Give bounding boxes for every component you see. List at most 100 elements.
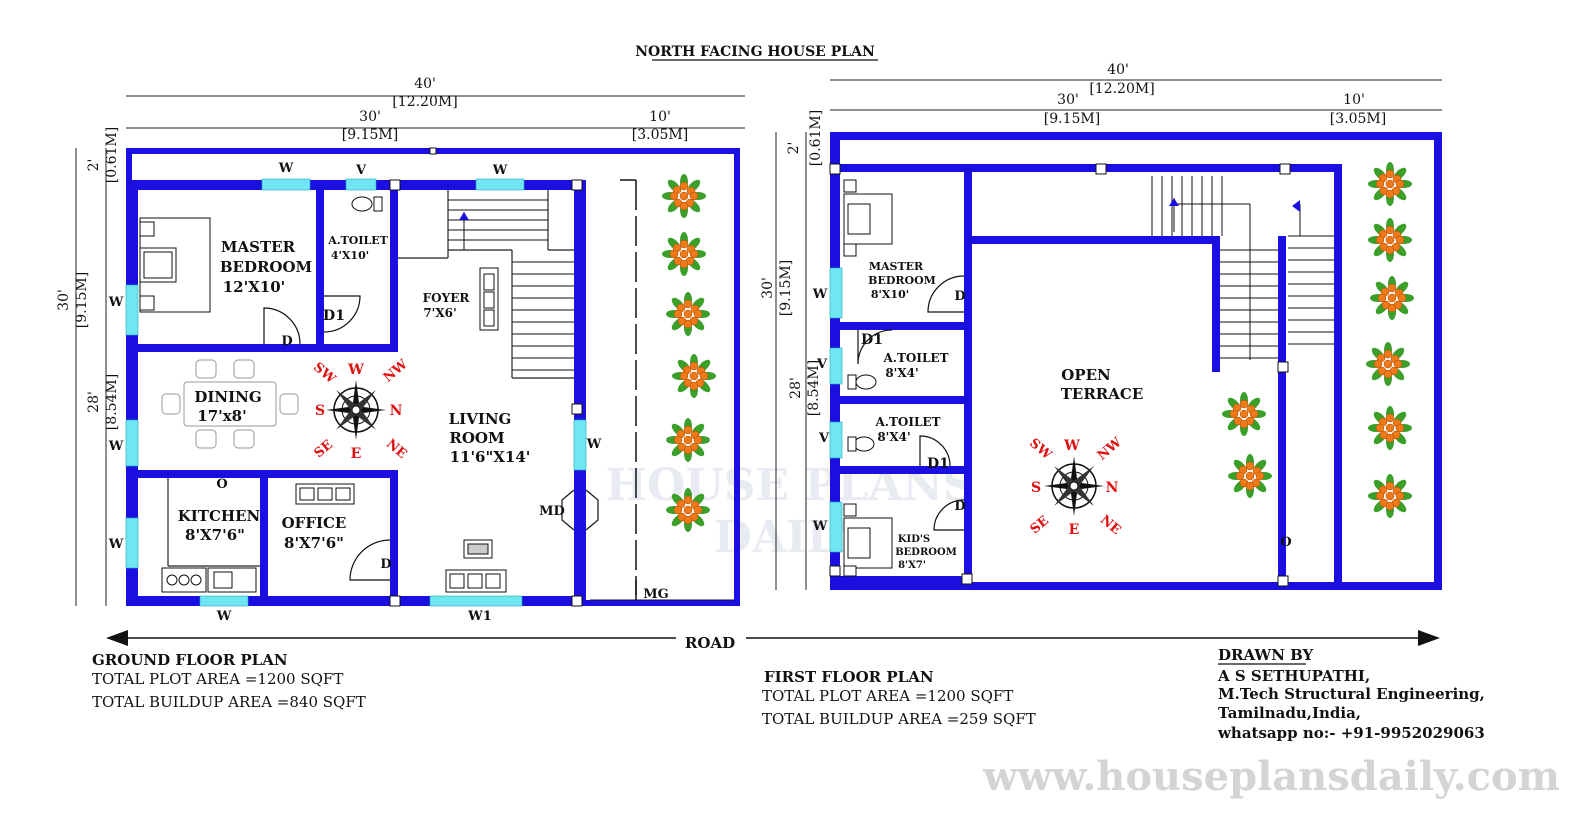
ff-dim-top-ft: 2' bbox=[786, 142, 802, 155]
ff-room-kids-1: KID'S bbox=[898, 534, 930, 545]
ff-room-toilet1-size: 8'X4' bbox=[885, 366, 918, 380]
gf-heading: GROUND FLOOR PLAN bbox=[92, 651, 288, 669]
gf-window-bedroom bbox=[261, 178, 311, 191]
gf-room-office: OFFICE bbox=[282, 514, 347, 532]
gf-stove bbox=[161, 567, 207, 593]
gf-room-foyer-size: 7'X6' bbox=[423, 306, 456, 320]
gf-room-kitchen: KITCHEN bbox=[178, 507, 261, 525]
gf-room-dining-size: 17'x8' bbox=[197, 407, 246, 425]
gf-dim-total-ft: 40' bbox=[414, 76, 436, 92]
ff-dim-left-m: [9.15M] bbox=[1044, 111, 1100, 127]
gf-label-w-foyer: W bbox=[492, 163, 508, 178]
ff-bed-kids bbox=[843, 503, 893, 577]
ff-wall-stair-left bbox=[1212, 236, 1220, 372]
gf-dim-top-ft: 2' bbox=[86, 159, 102, 172]
ff-wall-kids-bottom bbox=[840, 576, 970, 584]
gf-compass-w: W bbox=[347, 362, 364, 378]
plant-icon bbox=[662, 174, 706, 218]
plant-icon bbox=[662, 232, 706, 276]
ff-ventilator-toilet2 bbox=[829, 421, 843, 459]
gf-label-w-south: W bbox=[216, 609, 232, 624]
plant-icon bbox=[1368, 162, 1412, 206]
gf-wall-east bbox=[574, 180, 586, 606]
gf-main-door bbox=[561, 489, 575, 531]
gf-staircase bbox=[448, 199, 574, 371]
ff-door-kids bbox=[933, 499, 965, 531]
ff-heading: FIRST FLOOR PLAN bbox=[764, 668, 934, 686]
ff-plants bbox=[1222, 162, 1414, 518]
gf-room-living-size: 11'6"X14' bbox=[450, 448, 531, 466]
ff-ventilator-toilet1 bbox=[829, 347, 843, 385]
gf-window-dining bbox=[125, 419, 139, 467]
ff-door-toilet2 bbox=[919, 435, 951, 467]
gf-door-bedroom bbox=[263, 307, 301, 345]
ff-inner-parapet-top bbox=[840, 164, 1340, 172]
ff-wall-stair-right bbox=[1278, 236, 1286, 582]
gf-window-living-w1 bbox=[429, 595, 523, 607]
gf-dim-left-m: [9.15M] bbox=[342, 127, 398, 143]
ff-dim-total-ft: 40' bbox=[1107, 62, 1129, 78]
ff-staircase bbox=[1151, 176, 1334, 360]
ff-room-kids-size: 8'X7' bbox=[898, 560, 926, 571]
ff-wall-toilet-kids bbox=[840, 466, 970, 474]
gf-door-office bbox=[349, 539, 391, 581]
ff-compass-s: S bbox=[1031, 480, 1041, 496]
ff-label-w-master: W bbox=[812, 287, 828, 302]
ff-room-toilet1: A.TOILET bbox=[883, 351, 949, 365]
gf-compass-e: E bbox=[351, 446, 362, 462]
ff-compass-nw: NW bbox=[1095, 435, 1125, 464]
gf-compass-se: SE bbox=[312, 437, 336, 461]
gf-toilet-fixture bbox=[351, 196, 383, 212]
gf-window-foyer bbox=[475, 178, 525, 191]
plant-icon bbox=[1366, 342, 1410, 386]
plant-icon bbox=[666, 488, 710, 532]
gf-label-o: O bbox=[216, 477, 227, 492]
plant-icon bbox=[1222, 392, 1266, 436]
ff-dim-right-ft: 10' bbox=[1343, 92, 1365, 108]
gf-dining-table bbox=[161, 359, 299, 449]
ff-dim-left-ft: 30' bbox=[1057, 92, 1079, 108]
ff-compass-w: W bbox=[1063, 438, 1080, 454]
page-title: NORTH FACING HOUSE PLAN bbox=[635, 44, 875, 60]
ff-compass-ne: NE bbox=[1097, 513, 1123, 539]
ff-plot-area: TOTAL PLOT AREA =1200 SQFT bbox=[762, 687, 1013, 705]
ff-room-kids-2: BEDROOM bbox=[895, 547, 957, 558]
gf-dim-inner-m: [8.54M] bbox=[104, 374, 120, 430]
gf-room-living-1: LIVING bbox=[449, 410, 512, 428]
gf-room-living-2: ROOM bbox=[449, 429, 504, 447]
gf-wall-toilet-foyer bbox=[390, 180, 398, 345]
ff-label-d1-2: D1 bbox=[927, 456, 949, 472]
ff-compass-e: E bbox=[1069, 522, 1080, 538]
plant-icon bbox=[666, 418, 710, 462]
ff-room-master-2: BEDROOM bbox=[868, 274, 936, 287]
road-indicator: ROAD bbox=[106, 630, 1440, 652]
ff-parapet-bottom bbox=[830, 582, 1442, 590]
gf-room-master-1: MASTER bbox=[221, 238, 296, 256]
gf-sofa-foyer bbox=[479, 267, 499, 331]
gf-room-toilet-size: 4'X10' bbox=[331, 249, 369, 262]
gf-wall-south bbox=[126, 596, 586, 606]
ff-label-w-kids: W bbox=[812, 519, 828, 534]
gf-label-mg: MG bbox=[643, 587, 669, 602]
gf-compass-s: S bbox=[315, 403, 325, 419]
gf-dim-right-m: [3.05M] bbox=[632, 127, 688, 143]
ff-wall-rooms-east bbox=[964, 172, 972, 582]
gf-label-d1: D1 bbox=[323, 308, 345, 324]
plant-icon bbox=[1368, 406, 1412, 450]
gf-label-w1: W1 bbox=[467, 609, 492, 624]
plant-icon bbox=[672, 354, 716, 398]
ff-window-master bbox=[829, 267, 843, 319]
ff-parapet-top bbox=[830, 132, 1442, 140]
ff-label-v1: V bbox=[816, 357, 828, 372]
drawn-by-place: Tamilnadu,India, bbox=[1218, 704, 1361, 722]
gf-buildup-area: TOTAL BUILDUP AREA =840 SQFT bbox=[92, 693, 366, 711]
ff-label-d-master: D bbox=[954, 289, 965, 304]
ff-window-kids bbox=[829, 501, 843, 553]
plant-icon bbox=[1368, 218, 1412, 262]
gf-compass-ne: NE bbox=[383, 437, 409, 463]
gf-room-dining: DINING bbox=[194, 388, 261, 406]
ff-room-terrace-1: OPEN bbox=[1061, 366, 1111, 384]
ff-dim-right-m: [3.05M] bbox=[1330, 111, 1386, 127]
gf-room-toilet: A.TOILET bbox=[327, 234, 388, 247]
gf-wall-office-living bbox=[390, 470, 398, 606]
